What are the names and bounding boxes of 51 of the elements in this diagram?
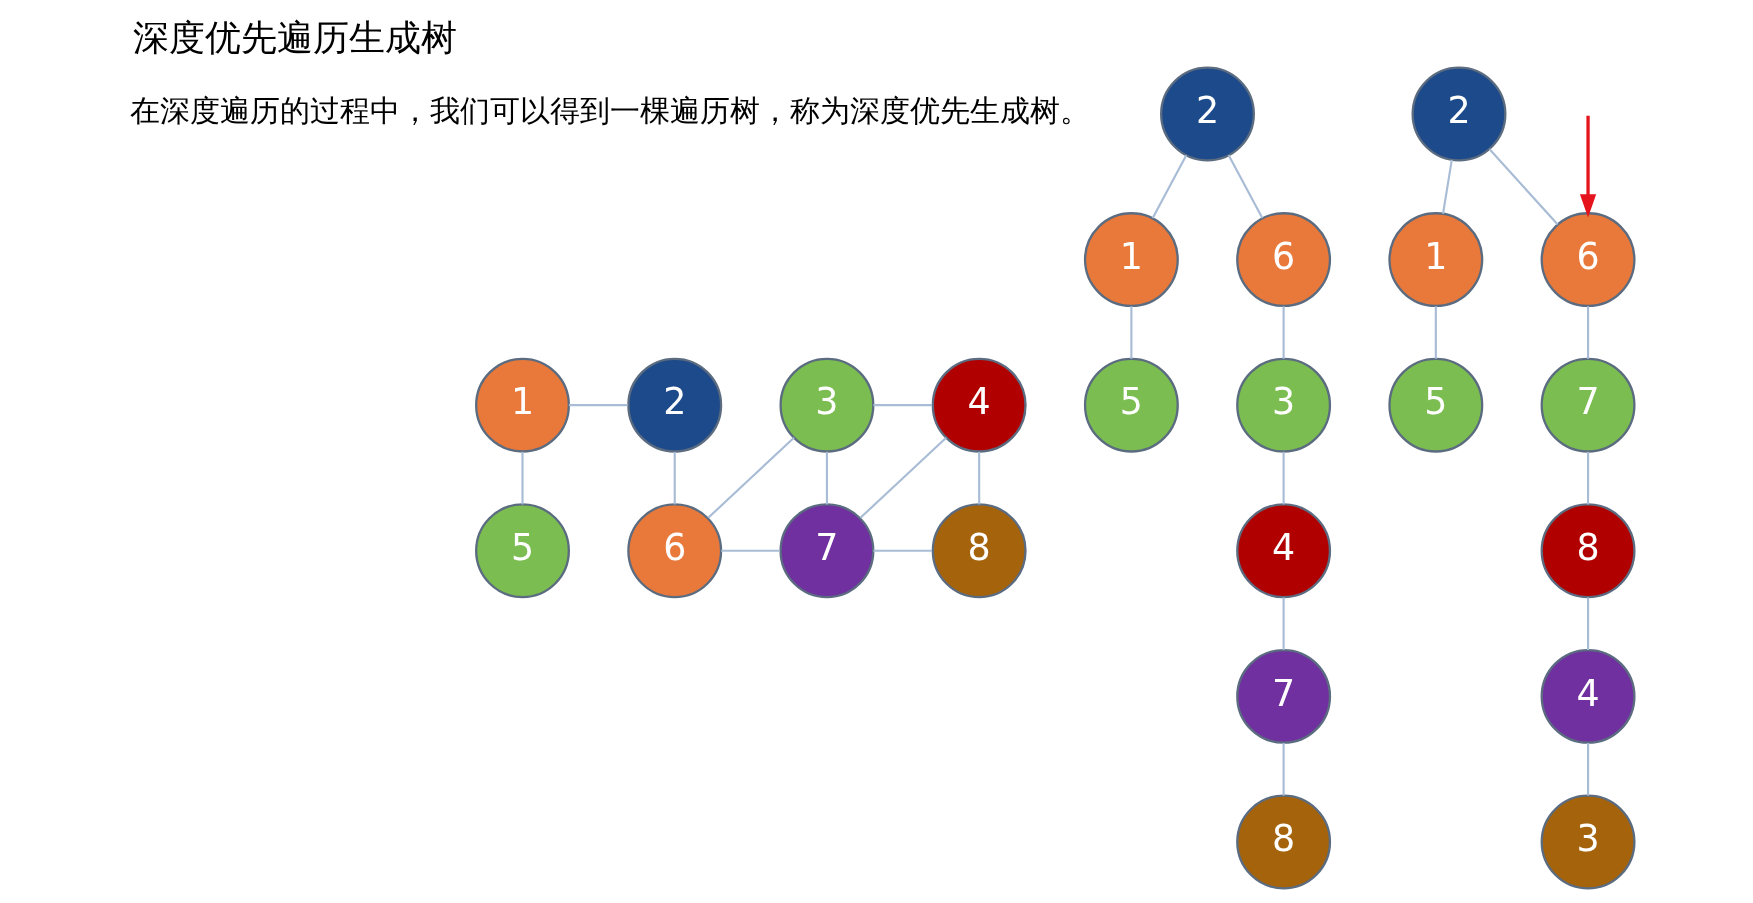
node-circle: 6 — [1540, 212, 1636, 308]
node-circle: 2 — [1411, 66, 1506, 162]
connector — [1129, 306, 1132, 359]
node-circle: 1 — [474, 357, 570, 453]
connector — [673, 451, 676, 505]
connector — [1282, 306, 1285, 359]
node-circle: 8 — [1540, 503, 1636, 599]
node-circle: 5 — [1083, 357, 1179, 453]
connector — [568, 404, 628, 407]
node-circle: 3 — [1235, 357, 1331, 453]
node-circle: 7 — [1540, 357, 1636, 453]
node-circle: 8 — [1235, 794, 1331, 890]
connector — [1282, 597, 1285, 650]
node-circle: 4 — [1540, 648, 1636, 744]
connector — [825, 451, 828, 505]
connector — [1488, 148, 1558, 226]
connector — [707, 436, 795, 519]
node-circle: 7 — [1235, 648, 1331, 744]
node-circle: 5 — [474, 503, 570, 599]
node-circle: 1 — [1387, 212, 1483, 308]
node-circle: 5 — [1387, 357, 1483, 453]
node-circle: 3 — [1540, 794, 1636, 890]
connector — [1586, 306, 1589, 359]
connector — [1227, 154, 1263, 219]
node-circle: 6 — [1235, 212, 1331, 308]
node-circle: 2 — [626, 357, 722, 453]
node-circle: 3 — [778, 357, 874, 453]
connector — [1151, 154, 1187, 219]
connector — [1441, 159, 1453, 214]
node-circle: 7 — [778, 503, 874, 599]
connector — [977, 451, 980, 505]
connector — [872, 549, 932, 552]
connector — [1434, 306, 1437, 359]
connector — [1282, 451, 1285, 505]
node-circle: 8 — [931, 503, 1027, 599]
node-circle: 6 — [626, 503, 722, 599]
node-circle: 1 — [1083, 212, 1179, 308]
arrow — [1579, 115, 1596, 218]
connector — [720, 549, 780, 552]
node-circle: 4 — [1235, 503, 1331, 599]
connector — [859, 436, 947, 519]
connector — [1586, 743, 1589, 796]
label: 在深度遍历的过程中，我们可以得到一棵遍历树，称为深度优先生成树。 — [129, 93, 1090, 129]
connector — [872, 404, 932, 407]
node-circle: 4 — [931, 357, 1027, 453]
connector — [1586, 597, 1589, 650]
connector — [1586, 451, 1589, 505]
diagram-title: 深度优先遍历生成树 — [132, 16, 457, 60]
connector — [520, 451, 524, 505]
connector — [1282, 743, 1285, 796]
node-circle: 2 — [1159, 66, 1255, 162]
